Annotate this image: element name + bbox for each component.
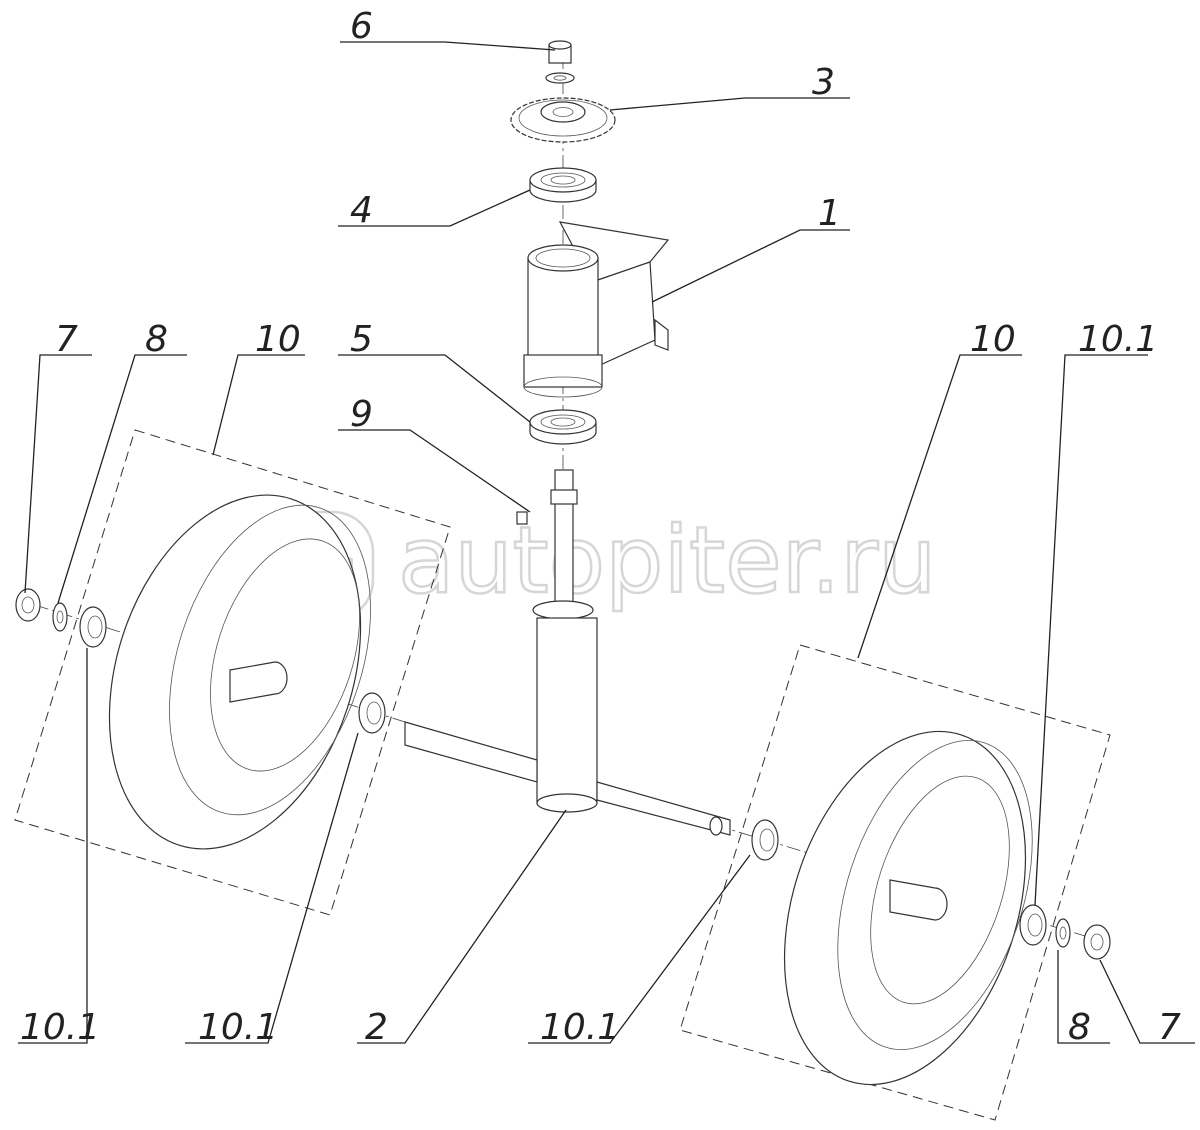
- bearing-part-5: [529, 409, 597, 445]
- callout-8-right: 8: [1068, 1007, 1091, 1048]
- bearing-part-10-1-left-outer: [79, 606, 107, 648]
- watermark-text: autopiter.ru: [398, 507, 936, 614]
- bracket-part-1: [523, 221, 670, 398]
- sprocket-part-3: [510, 97, 616, 143]
- nut-part-7-left: [15, 588, 41, 622]
- washer-part-8-left: [52, 602, 68, 632]
- wheel-boundary-right: [679, 644, 1111, 1121]
- bearing-part-10-1-right-outer: [1019, 904, 1047, 946]
- bearing-part-10-1-left-inner: [358, 692, 386, 734]
- callout-10-1-top-right: 10.1: [1078, 319, 1158, 360]
- callout-10-left: 10: [255, 319, 301, 360]
- callout-10-1-bottom-3: 10.1: [540, 1007, 620, 1048]
- bearing-part-4: [529, 167, 597, 203]
- callout-10-1-bottom-2: 10.1: [198, 1007, 278, 1048]
- callout-6: 6: [350, 6, 373, 47]
- wheel-part-10-left: [108, 494, 371, 850]
- leader-lines: [18, 41, 1195, 1044]
- callout-7-left: 7: [55, 319, 78, 360]
- callout-3: 3: [812, 62, 835, 103]
- washer-part-8-right: [1055, 918, 1071, 948]
- callout-8-left: 8: [145, 319, 168, 360]
- wheel-part-10-right: [783, 730, 1033, 1086]
- shaft-part-2: [404, 469, 731, 836]
- callout-7-right: 7: [1158, 1007, 1181, 1048]
- bearing-part-10-1-right-inner: [751, 819, 779, 861]
- callout-4: 4: [350, 190, 373, 231]
- callout-10-1-bottom-1: 10.1: [20, 1007, 100, 1048]
- callout-9: 9: [350, 394, 373, 435]
- nut-part-7-right: [1083, 924, 1111, 960]
- callout-1: 1: [818, 193, 841, 234]
- callout-labels: 6 3 4 1 5 9 7 8 10 10 10.1 10.1 10.1 2 1…: [20, 6, 1181, 1048]
- nut-part-6: [545, 40, 575, 84]
- callout-10-right: 10: [970, 319, 1016, 360]
- callout-2: 2: [365, 1007, 388, 1048]
- callout-5: 5: [350, 319, 373, 360]
- wheel-boundary-left: [14, 429, 451, 916]
